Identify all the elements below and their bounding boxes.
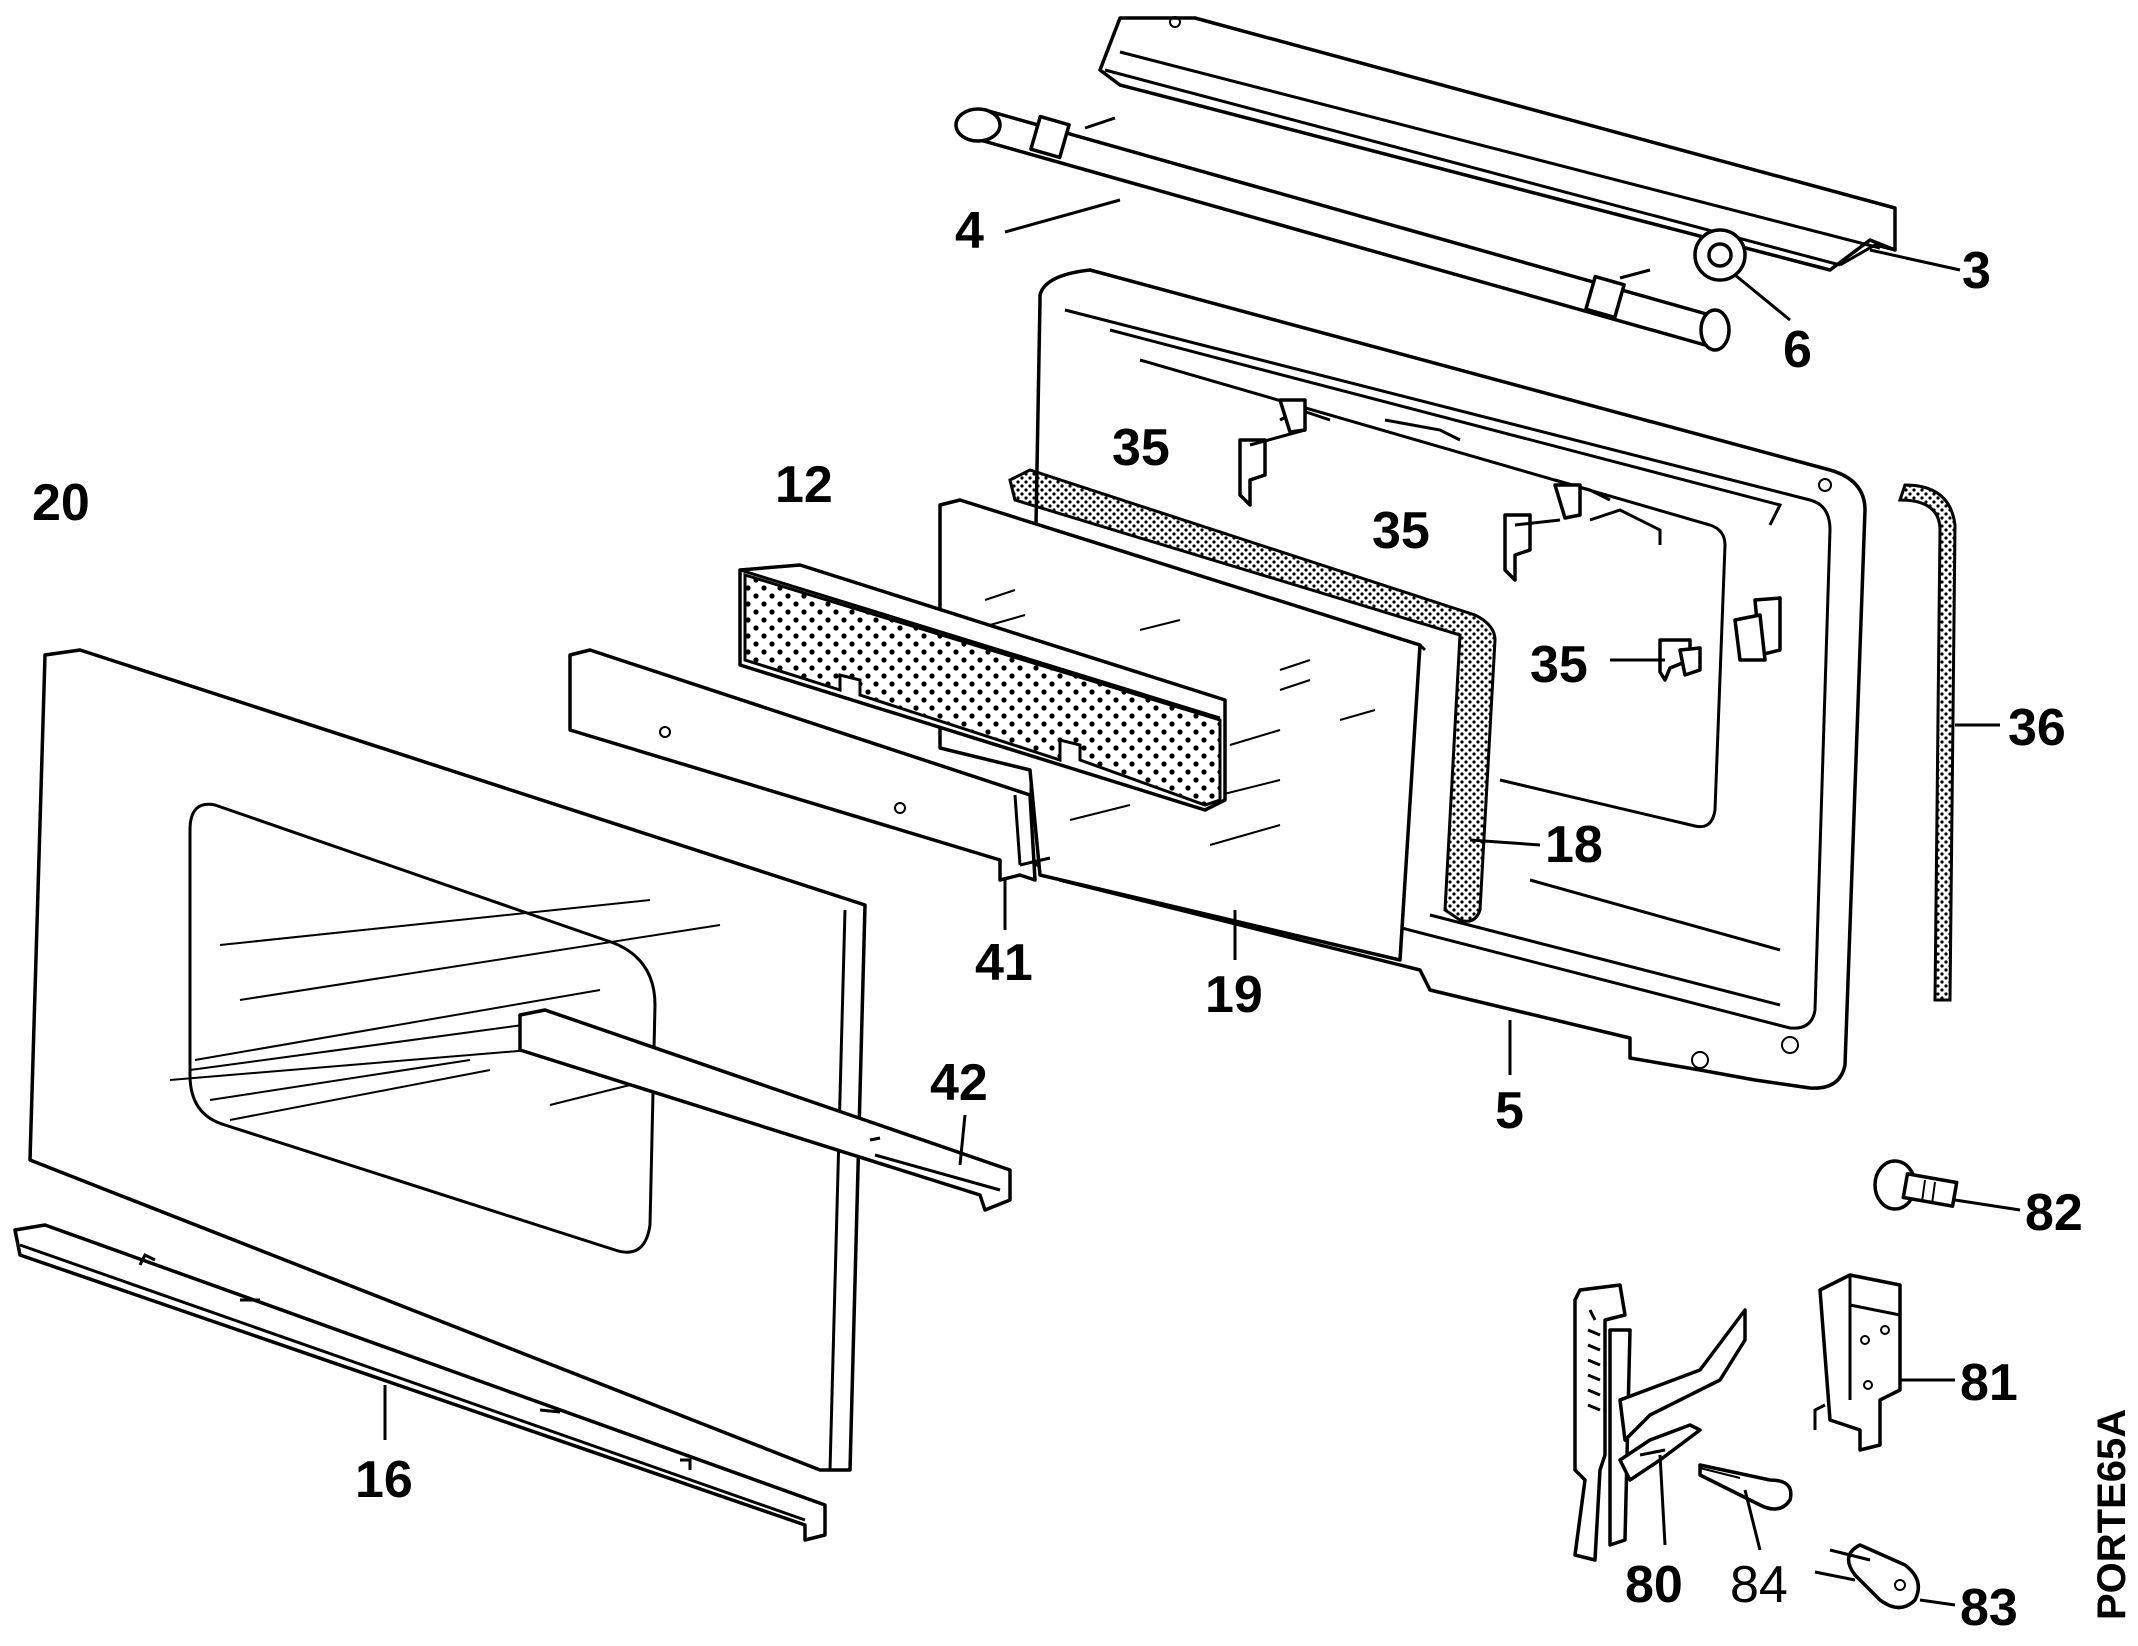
callout-35-c: 35 xyxy=(1530,636,1588,694)
callout-36: 36 xyxy=(2008,699,2066,757)
part-6-washer xyxy=(1693,228,1747,282)
callout-83: 83 xyxy=(1960,1579,2018,1637)
part-18-glass-seal xyxy=(1008,468,1497,923)
part-35-clip-a xyxy=(1238,398,1307,507)
callout-82: 82 xyxy=(2025,1184,2083,1242)
callout-6: 6 xyxy=(1783,321,1812,379)
part-42-lower-profile xyxy=(518,1008,1012,1212)
callout-5: 5 xyxy=(1495,1082,1524,1140)
callout-19: 19 xyxy=(1205,966,1263,1024)
part-41-bracket-plate xyxy=(568,648,1051,882)
callout-labels: 3 4 5 6 12 16 18 19 20 35 35 35 36 41 42… xyxy=(32,202,2083,1637)
callout-41: 41 xyxy=(975,934,1033,992)
part-83-pin-plate xyxy=(1814,1543,1921,1610)
part-35-clip-c xyxy=(1658,638,1702,682)
callout-35-a: 35 xyxy=(1112,419,1170,477)
part-81-hinge-bracket xyxy=(1813,1273,1902,1452)
part-82-screw xyxy=(1873,1159,1959,1211)
callout-35-b: 35 xyxy=(1372,502,1430,560)
callout-12: 12 xyxy=(775,456,833,514)
callout-80: 80 xyxy=(1625,1556,1683,1614)
callout-4: 4 xyxy=(955,202,984,260)
callout-3: 3 xyxy=(1962,242,1991,300)
part-36-gasket-strip xyxy=(1897,483,1957,1002)
part-12-insulation-block xyxy=(738,563,1227,812)
part-35-clip-b xyxy=(1503,483,1582,582)
callout-42: 42 xyxy=(930,1054,988,1112)
leader-lines xyxy=(383,198,2021,1607)
callout-20: 20 xyxy=(32,474,90,532)
drawing-code: PORTE65A xyxy=(2090,1409,2134,1620)
part-84-spring-pin xyxy=(1698,1463,1793,1511)
callout-84: 84 xyxy=(1730,1556,1788,1614)
part-4-hinge-rod xyxy=(954,107,1731,352)
part-3-top-rail xyxy=(1098,16,1897,272)
part-16-bottom-trim xyxy=(13,1223,827,1542)
part-20-outer-glass-panel xyxy=(28,648,867,1472)
callout-18: 18 xyxy=(1545,816,1603,874)
callout-16: 16 xyxy=(355,1451,413,1509)
part-80-hinge-assembly xyxy=(1573,1283,1747,1562)
callout-81: 81 xyxy=(1960,1354,2018,1412)
